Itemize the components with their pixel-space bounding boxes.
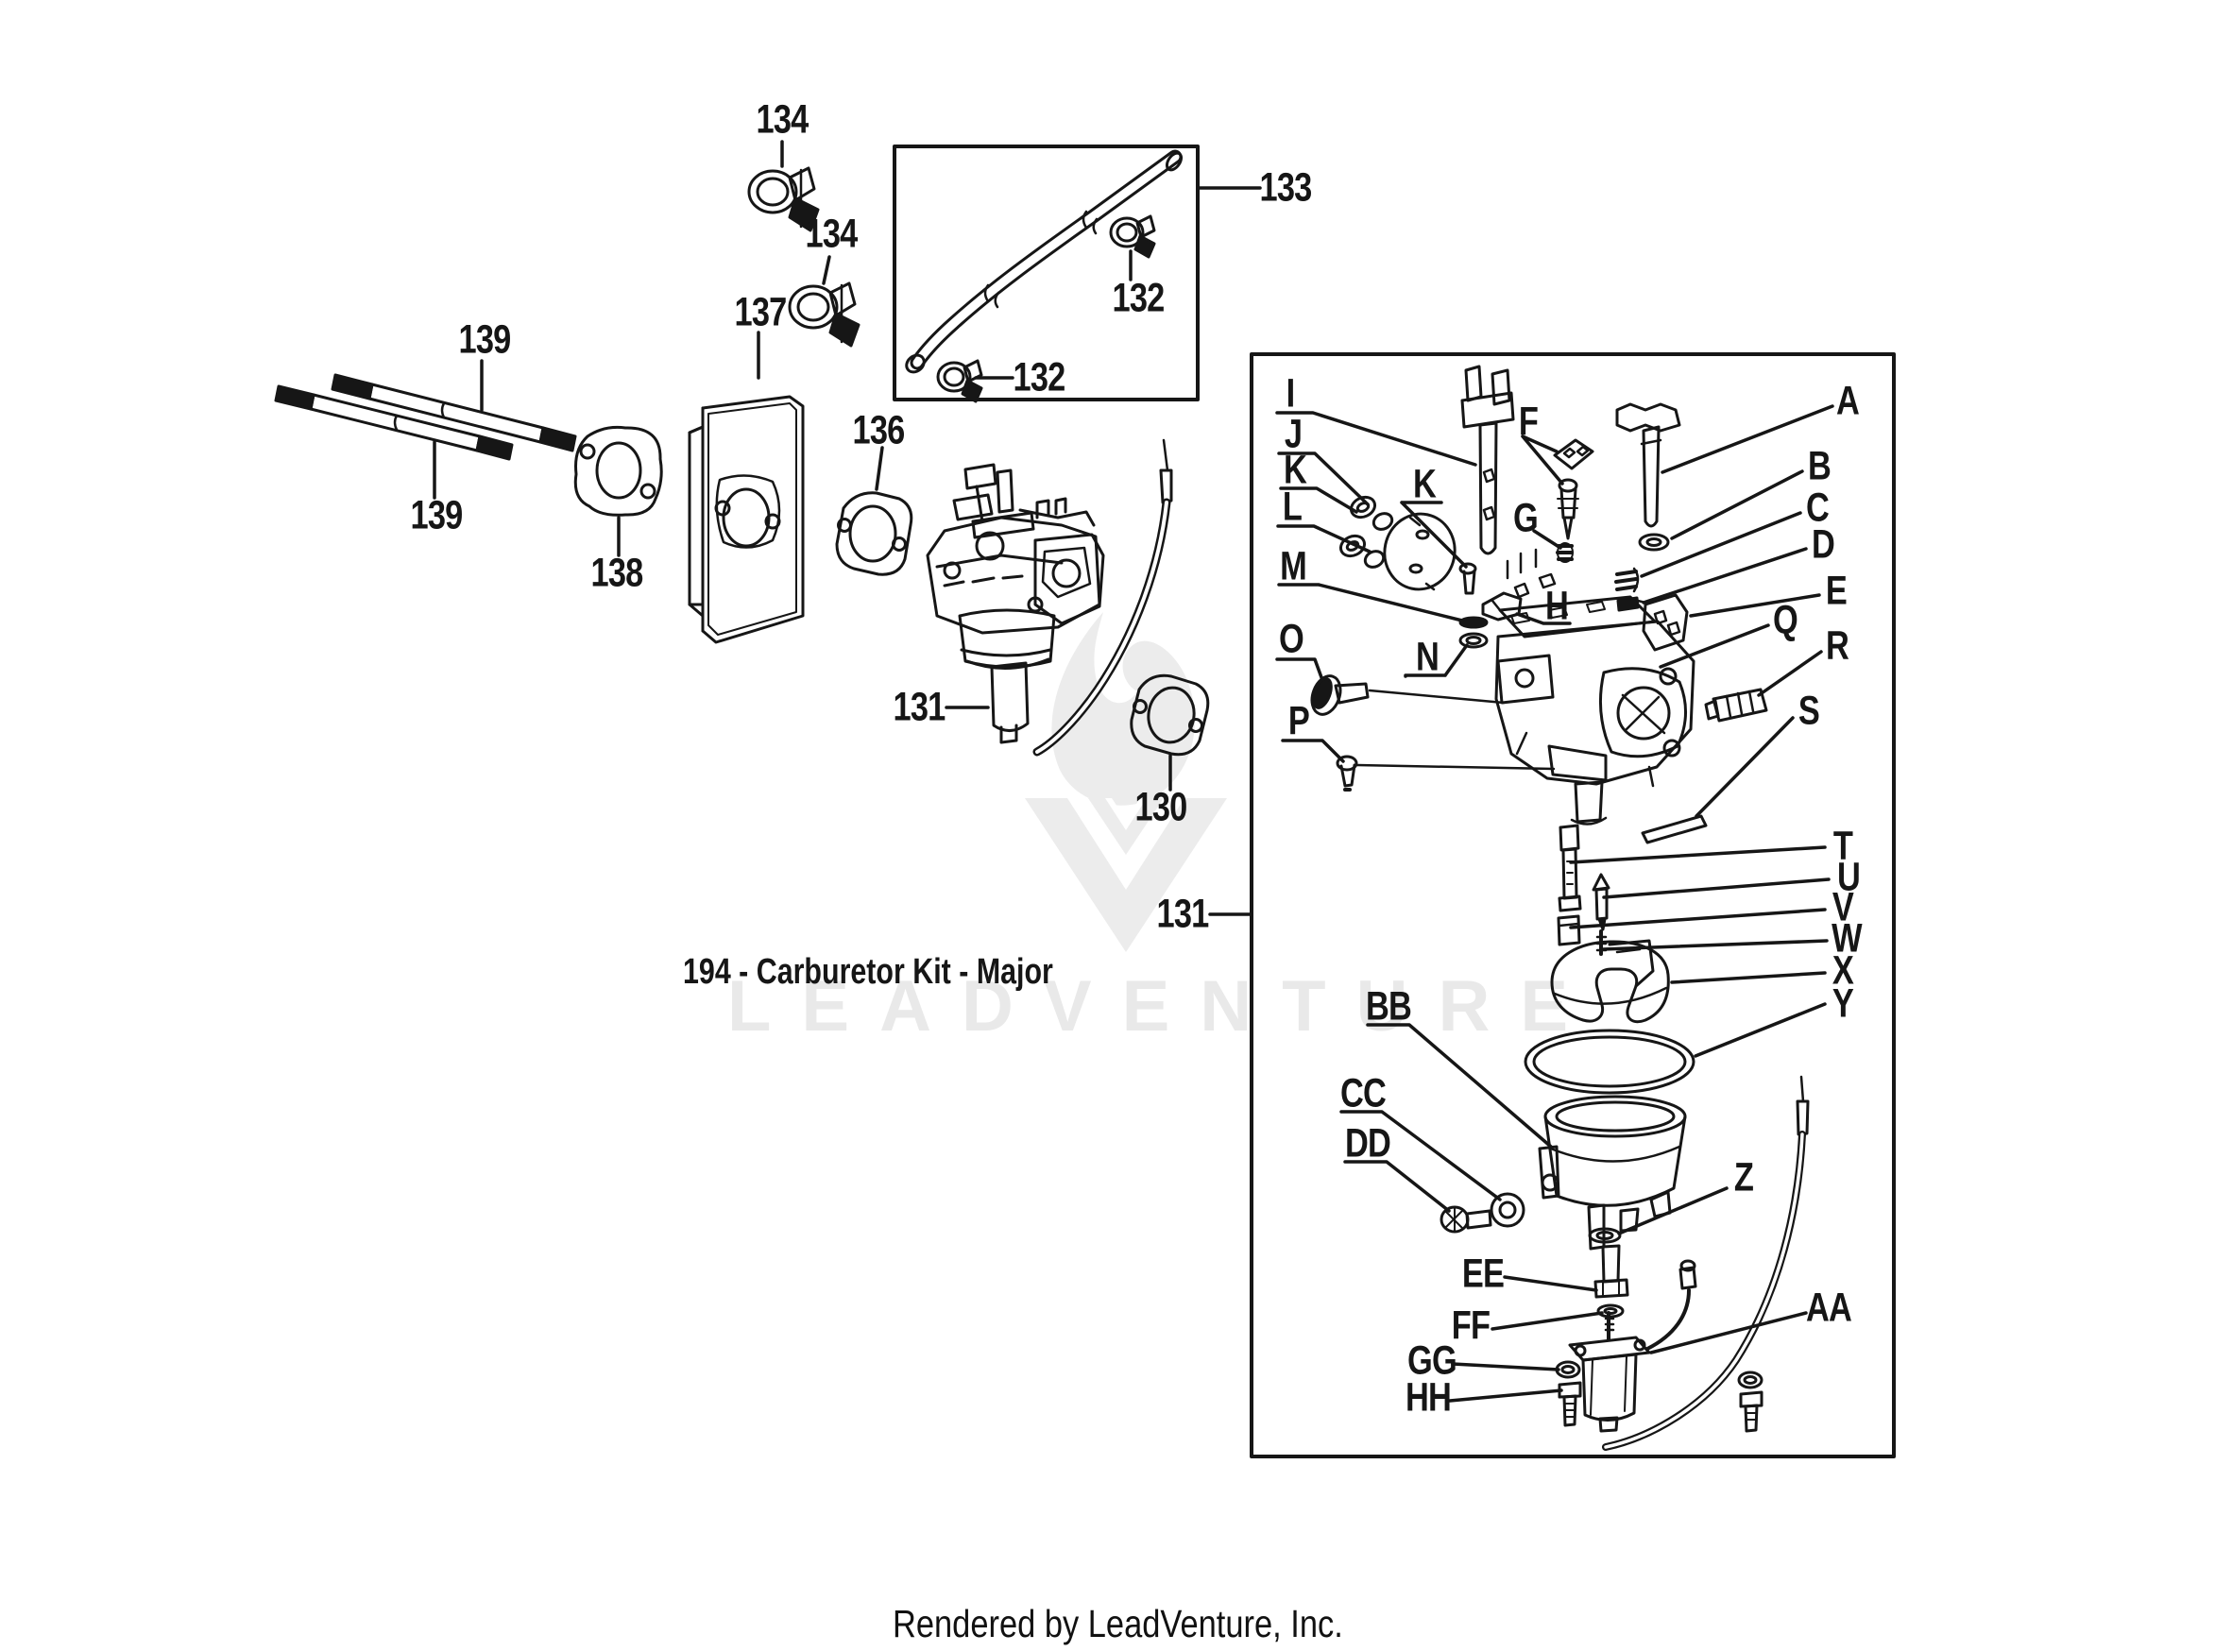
- callout-G: G: [1513, 495, 1539, 541]
- needle-U: [1592, 873, 1610, 931]
- callout-139-bottom: 139: [410, 492, 464, 538]
- callout-C: C: [1805, 485, 1830, 531]
- callout-V: V: [1832, 884, 1854, 930]
- adapter-plate-137: [688, 395, 805, 644]
- callout-L: L: [1282, 484, 1303, 530]
- callout-136: 136: [852, 407, 906, 453]
- callout-T: T: [1832, 823, 1853, 869]
- diagram-title: 194 - Carburetor Kit - Major: [683, 952, 1053, 992]
- callout-Z: Z: [1733, 1154, 1754, 1201]
- float-bowl-BB: [1538, 1095, 1687, 1251]
- footer-credit: Rendered by LeadVenture, Inc.: [893, 1602, 1343, 1645]
- callout-I: I: [1286, 370, 1296, 417]
- carburetor-body-Q: [1494, 548, 1695, 826]
- stud-139-upper: [331, 373, 577, 452]
- callout-O: O: [1279, 616, 1304, 662]
- callout-D: D: [1811, 521, 1835, 568]
- bowl-washer-CC: [1490, 1192, 1525, 1228]
- bowl-bolt-DD: [1440, 1205, 1492, 1234]
- callout-FF: FF: [1451, 1303, 1491, 1349]
- callout-DD: DD: [1344, 1120, 1391, 1167]
- choke-cable-detail: [1602, 1075, 1810, 1451]
- fuel-solenoid-AA: [1568, 1259, 1697, 1433]
- callout-U: U: [1836, 854, 1861, 900]
- idle-screw-O: [1310, 674, 1370, 716]
- leadventure-watermark-logo: [1025, 612, 1227, 952]
- callout-S: S: [1798, 688, 1820, 734]
- float-X: [1550, 939, 1670, 1024]
- callout-EE: EE: [1461, 1251, 1505, 1297]
- callout-BB: BB: [1365, 983, 1412, 1030]
- callout-F: F: [1518, 399, 1539, 445]
- callout-134-top: 134: [756, 96, 809, 143]
- carburetor-assembly-131: [926, 438, 1173, 757]
- main-nozzle-T: [1558, 824, 1582, 912]
- bolt-HH: [1558, 1381, 1582, 1427]
- hose-clamp-134-top: [747, 166, 820, 232]
- callout-Q: Q: [1773, 597, 1798, 643]
- callout-134-bottom: 134: [805, 211, 859, 257]
- callout-131-carb: 131: [893, 684, 946, 730]
- bowl-oring-Y: [1524, 1029, 1695, 1095]
- leadventure-watermark-text: LEADVENTURE: [727, 966, 1599, 1047]
- nut-right: [1737, 1371, 1763, 1389]
- callout-K1: K: [1283, 447, 1307, 493]
- inlet-fitting-R: [1704, 688, 1768, 723]
- hose-clamp-134-bottom: [788, 281, 860, 348]
- leader-lines: [433, 140, 1834, 1403]
- callout-X: X: [1832, 947, 1854, 994]
- callout-AA: AA: [1805, 1285, 1852, 1331]
- callout-GG: GG: [1407, 1337, 1457, 1384]
- callout-Y: Y: [1832, 980, 1854, 1027]
- callout-R: R: [1825, 622, 1849, 669]
- pin-S: [1641, 814, 1708, 844]
- hose-clamp-132-bottom: [936, 359, 983, 403]
- callout-139-top: 139: [458, 316, 512, 363]
- callout-131-box: 131: [1156, 891, 1210, 937]
- callout-E: E: [1825, 568, 1848, 614]
- jet-V: [1557, 914, 1581, 946]
- gasket-138: [573, 425, 663, 517]
- callout-N: N: [1415, 634, 1440, 680]
- inlet-needle-F: [1553, 438, 1594, 540]
- callout-J: J: [1284, 411, 1303, 457]
- washer-B: [1638, 533, 1670, 552]
- choke-plate-screw-K: [1458, 562, 1477, 595]
- gasket-130: [1130, 673, 1210, 757]
- callout-M: M: [1280, 543, 1307, 589]
- spring-G: [1556, 542, 1574, 563]
- bolt-right: [1739, 1390, 1763, 1433]
- callout-K2: K: [1412, 461, 1437, 507]
- callout-HH: HH: [1405, 1374, 1452, 1421]
- callout-130: 130: [1134, 784, 1188, 830]
- throttle-washer-N: [1458, 632, 1489, 649]
- throttle-shaft-I: [1460, 365, 1515, 555]
- seal-washers-JKL: [1338, 495, 1394, 569]
- screw-P: [1336, 755, 1358, 792]
- callout-132-bottom: 132: [1013, 354, 1066, 400]
- choke-plate-K: [1383, 512, 1457, 591]
- callout-H: H: [1544, 583, 1569, 629]
- carburetor-kit-detail-box: [1250, 352, 1896, 1458]
- callout-B: B: [1807, 443, 1832, 489]
- callout-133: 133: [1259, 164, 1313, 211]
- spring-C: [1614, 567, 1640, 593]
- hose-clamp-132-top: [1109, 214, 1156, 259]
- callout-CC: CC: [1339, 1070, 1387, 1116]
- stud-139-lower: [274, 384, 514, 461]
- choke-shaft-A: [1615, 402, 1681, 528]
- drain-bolt-EE: [1593, 1244, 1629, 1299]
- drain-gasket-Z: [1588, 1227, 1622, 1244]
- callout-137: 137: [734, 289, 788, 335]
- fuel-line-133: [905, 149, 1184, 374]
- callout-P: P: [1287, 698, 1310, 744]
- washer-M: [1458, 616, 1489, 629]
- gasket-136: [835, 491, 913, 576]
- callout-132-top: 132: [1112, 275, 1166, 321]
- callout-W: W: [1832, 915, 1862, 962]
- fuel-line-inset-box: [893, 145, 1200, 403]
- callout-A: A: [1835, 378, 1860, 424]
- callout-138: 138: [590, 550, 644, 596]
